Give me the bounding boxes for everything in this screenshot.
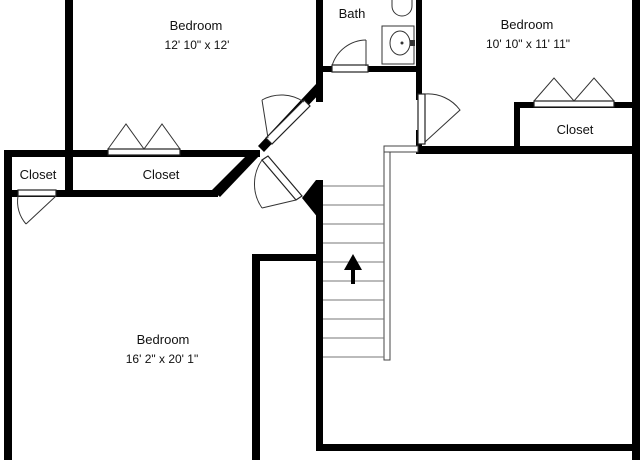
bath-fixtures xyxy=(381,0,415,65)
wall-right-mid xyxy=(416,146,640,154)
bath-door xyxy=(331,39,369,73)
wall-diagonal-closet xyxy=(212,150,260,197)
room-dimensions-bedroom-bottom: 16' 2" x 20' 1" xyxy=(126,352,198,366)
drain-icon xyxy=(400,41,404,45)
bedroom-left-door xyxy=(261,94,311,145)
bedroom-right-door xyxy=(417,93,461,145)
wall-bottom-right xyxy=(316,444,640,451)
wall-bedroom-left xyxy=(65,0,73,158)
faucet-icon xyxy=(410,40,415,46)
wall-bath-right-upper xyxy=(416,0,422,100)
room-name-closet-left-small: Closet xyxy=(20,167,57,182)
sink-icon xyxy=(389,30,411,56)
room-labels: Bedroom 12' 10" x 12' Bath Bedroom 10' 1… xyxy=(20,6,594,366)
room-name-bedroom-top-left: Bedroom xyxy=(170,18,223,33)
wall-far-left xyxy=(4,150,12,460)
stair-rail-top xyxy=(383,145,419,153)
doors xyxy=(17,39,615,225)
staircase xyxy=(323,145,419,361)
stair-rail xyxy=(383,145,391,361)
toilet-icon xyxy=(391,0,413,17)
wall-right-upper xyxy=(632,0,640,154)
closet-small-door xyxy=(17,189,57,225)
wall-bath-left xyxy=(316,0,323,102)
room-name-closet-left-wide: Closet xyxy=(143,167,180,182)
room-dimensions-bedroom-top-left: 12' 10" x 12' xyxy=(165,38,230,52)
closet-bifold-door-left xyxy=(107,123,181,156)
wall-bath-bottom xyxy=(316,66,422,72)
walls xyxy=(4,0,640,460)
wall-closet-divider xyxy=(65,150,73,197)
room-dimensions-bedroom-top-right: 10' 10" x 11' 11" xyxy=(486,37,570,51)
room-name-bedroom-bottom: Bedroom xyxy=(137,332,190,347)
wall-closet-bottom xyxy=(4,190,218,197)
room-name-closet-top-right: Closet xyxy=(557,122,594,137)
wall-stair-left xyxy=(316,182,323,450)
wall-bedroom-right xyxy=(252,254,260,460)
closet-bifold-door-right xyxy=(533,77,615,108)
room-name-bedroom-top-right: Bedroom xyxy=(501,17,554,32)
wall-right-lower xyxy=(632,146,640,460)
room-name-bath: Bath xyxy=(339,6,366,21)
wall-stair-corner xyxy=(302,180,323,224)
arrow-up-icon xyxy=(344,254,362,284)
wall-bedroom-notch xyxy=(252,254,320,261)
wall-closet-right-left xyxy=(514,102,520,150)
bedroom-bottom-door xyxy=(253,155,303,209)
